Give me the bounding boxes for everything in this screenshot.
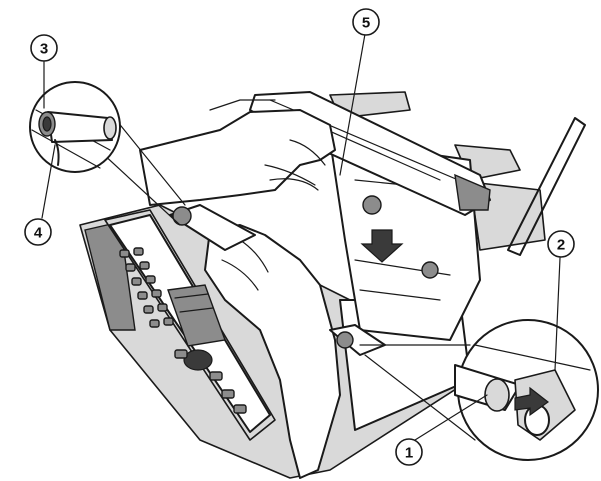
callout-4: 4 [25, 219, 51, 245]
svg-text:4: 4 [34, 225, 43, 242]
upper-hand [140, 100, 335, 205]
callout-5: 5 [353, 9, 379, 35]
callout-1: 1 [396, 439, 422, 465]
svg-text:1: 1 [405, 445, 413, 462]
svg-text:2: 2 [557, 237, 565, 254]
svg-text:5: 5 [362, 15, 370, 32]
callout-3: 3 [31, 35, 57, 61]
callout-2: 2 [548, 231, 574, 257]
svg-text:3: 3 [40, 41, 48, 58]
